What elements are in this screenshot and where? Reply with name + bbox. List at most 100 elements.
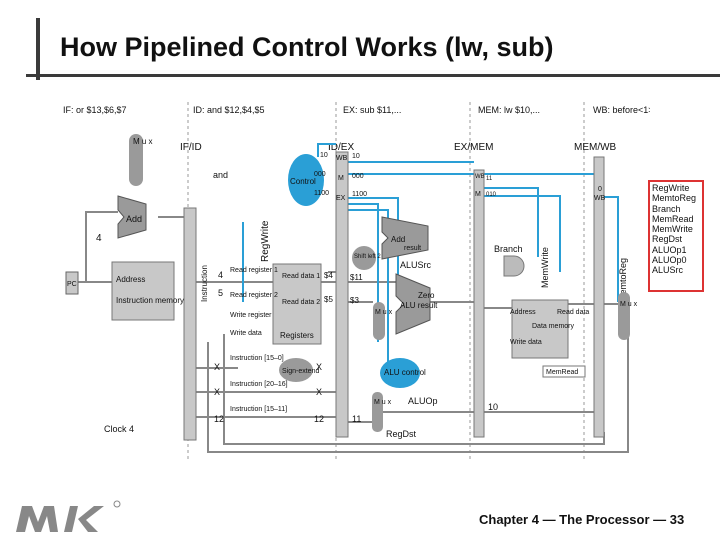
read-reg1-label: Read register 1	[230, 267, 278, 274]
value-and: and	[213, 170, 228, 180]
ex-adder	[381, 216, 429, 260]
instr-20-16-label: Instruction [20–16]	[230, 381, 288, 388]
pc-register	[65, 271, 79, 295]
exmem-m-val: 010	[486, 192, 497, 198]
alu-control-label: ALU control	[384, 368, 426, 377]
register-file	[272, 263, 322, 345]
pc-label: PC	[67, 281, 77, 288]
legend-item: RegDst	[652, 234, 683, 245]
exmem-label: EX/MEM	[454, 142, 493, 153]
control-wire	[604, 196, 619, 302]
control-wire	[484, 187, 539, 257]
shift-label: Shift left 2	[354, 254, 381, 260]
memwb-wb: WB	[594, 195, 606, 202]
exmem-wb: WB	[475, 174, 485, 180]
stage-wb-label: WB: before<1>	[593, 105, 650, 115]
legend-item: ALUOp1	[652, 244, 687, 255]
regdst-mux	[372, 392, 383, 432]
wire	[207, 332, 629, 453]
wb-mux	[618, 292, 630, 340]
value-reg4: 4	[218, 270, 223, 280]
idex-label: ID/EX	[328, 142, 354, 153]
ex-ex-val: 1100	[352, 191, 367, 198]
legend-item: RegWrite	[652, 183, 690, 193]
stage-id-label: ID: and $12,$4,$5	[193, 105, 265, 115]
memwb-wb-val: 0	[598, 186, 602, 193]
registers-title: Registers	[280, 331, 314, 340]
alusrc-mux-label: M u x	[375, 309, 393, 316]
imem-title: Instruction memory	[116, 296, 184, 305]
memwb-label: MEM/WB	[574, 142, 617, 153]
ex-wb-val: 10	[352, 153, 360, 160]
control-unit	[288, 154, 324, 206]
legend-item: MemtoReg	[652, 193, 697, 204]
value-reg5: 5	[218, 288, 223, 298]
control-wire	[348, 197, 399, 292]
exmem-wb-val: 11	[486, 176, 493, 182]
value-d3: $3	[350, 296, 359, 305]
signal-alusrc: ALUSrc	[400, 260, 432, 270]
if-mux-label: M u x	[133, 137, 153, 146]
title-underline	[26, 74, 720, 77]
value-12a: 12	[214, 414, 224, 424]
imem-address: Address	[116, 275, 145, 284]
idex-ex: EX	[336, 195, 346, 202]
stage-ex-label: EX: sub $11,...	[343, 105, 401, 115]
value-d4: $4	[324, 271, 333, 280]
dmem-write-data: Write data	[510, 339, 542, 346]
ifid-instruction-label: Instruction	[200, 265, 209, 302]
wire	[223, 334, 605, 445]
idex-wb-val: 10	[320, 152, 328, 159]
legend-item: MemRead	[652, 213, 694, 224]
signal-memtoreg: MemtoReg	[618, 258, 628, 302]
signal-regdst: RegDst	[386, 429, 417, 439]
if-adder-label: Add	[126, 214, 142, 224]
slide-footer: Chapter 4 — The Processor — 33	[479, 512, 685, 527]
sign-extend	[279, 358, 313, 382]
dmem-address: Address	[510, 309, 536, 316]
value-d5: $5	[324, 295, 333, 304]
ifid-label: IF/ID	[180, 142, 202, 153]
alu-control	[380, 358, 420, 388]
pipeline-diagram: IF: or $13,$6,$7 ID: and $12,$4,$5 EX: s…	[63, 102, 650, 460]
clock-label: Clock 4	[104, 424, 134, 434]
write-data-label: Write data	[230, 330, 262, 337]
wb-mux-label: M u x	[620, 301, 638, 308]
data-memory	[511, 299, 569, 359]
control-wire	[348, 209, 389, 367]
idex-m: M	[338, 175, 344, 182]
value-x4: X	[316, 387, 322, 397]
regdst-mux-label: M u x	[374, 399, 392, 406]
value-x2: X	[316, 362, 322, 372]
idex-register	[335, 151, 349, 438]
value-10: 10	[488, 402, 498, 412]
ex-adder-result: result	[404, 245, 421, 252]
dmem-read-data: Read data	[557, 309, 589, 316]
exmem-register	[473, 169, 485, 438]
idex-ex-val: 1100	[314, 190, 329, 197]
value-x1: X	[214, 362, 220, 372]
alusrc-mux	[373, 302, 385, 340]
instr-15-11-label: Instruction [15–11]	[230, 406, 287, 413]
signal-regwrite: RegWrite	[260, 220, 271, 262]
slide-title: How Pipelined Control Works (lw, sub)	[60, 32, 554, 62]
signal-aluop: ALUOp	[408, 396, 438, 406]
mk-logo	[16, 500, 121, 532]
alu	[395, 273, 431, 335]
title-accent-bar	[36, 18, 40, 80]
stage-if-label: IF: or $13,$6,$7	[63, 105, 127, 115]
value-11: 11	[352, 414, 361, 424]
read-data1-label: Read data 1	[282, 273, 320, 280]
ifid-register	[183, 207, 197, 441]
signal-memwrite: MemWrite	[540, 247, 550, 288]
alu-label: ALU result	[400, 301, 438, 310]
const-four: 4	[96, 233, 102, 244]
legend-item: ALUSrc	[652, 265, 684, 276]
sign-extend-label: Sign-extend	[282, 368, 319, 375]
branch-and-gate	[503, 255, 525, 277]
instr-15-0-label: Instruction [15–0]	[230, 355, 284, 362]
idex-m-val: 000	[314, 171, 326, 178]
value-d11: $11	[350, 273, 363, 282]
dmem-title: Data memory	[532, 323, 575, 330]
